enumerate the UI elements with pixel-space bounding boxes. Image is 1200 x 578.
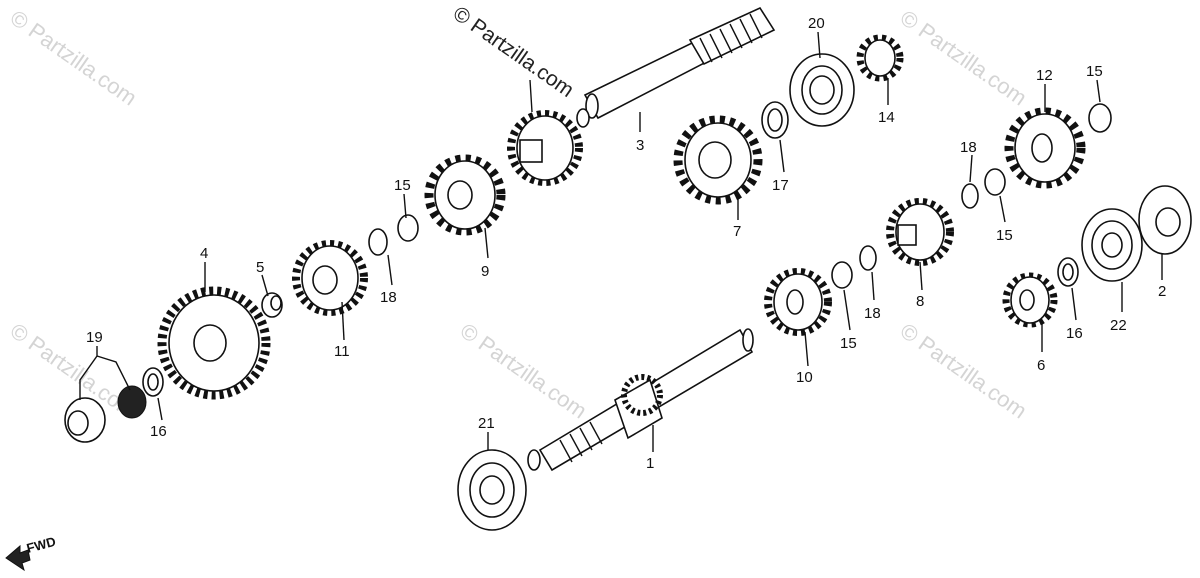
gear-11[interactable]	[292, 240, 368, 316]
bushing-5[interactable]	[261, 292, 283, 318]
callout-18: 18	[864, 305, 881, 322]
callout-17: 17	[772, 177, 789, 194]
callout-3: 3	[636, 137, 644, 154]
callout-5: 5	[256, 259, 264, 276]
callout-20: 20	[808, 15, 825, 32]
callout-10: 10	[796, 369, 813, 386]
callout-18: 18	[960, 139, 977, 156]
callout-15: 15	[840, 335, 857, 352]
washer-16b[interactable]	[1057, 257, 1079, 287]
gear-9[interactable]	[424, 154, 506, 236]
callout-19: 19	[86, 329, 103, 346]
callout-18: 18	[380, 289, 397, 306]
fwd-label: FWD	[25, 534, 57, 556]
leader-lines	[79, 31, 1163, 452]
clip-18a[interactable]	[368, 228, 388, 256]
gear-4[interactable]	[157, 286, 271, 400]
washer-16[interactable]	[142, 367, 164, 397]
oil-seal-2[interactable]	[1138, 185, 1192, 255]
callout-15: 15	[996, 227, 1013, 244]
callout-6: 6	[1037, 357, 1045, 374]
clip-15d[interactable]	[1088, 103, 1112, 133]
callout-8: 8	[916, 293, 924, 310]
clip-15c[interactable]	[984, 168, 1006, 196]
callout-22: 22	[1110, 317, 1127, 334]
callout-15: 15	[394, 177, 411, 194]
gear-mainshaft[interactable]	[621, 374, 663, 416]
callout-11: 11	[334, 343, 350, 360]
callout-16: 16	[1066, 325, 1083, 342]
gear-14[interactable]	[856, 34, 904, 82]
clip-18c[interactable]	[961, 183, 979, 209]
bearing-22[interactable]	[1081, 208, 1143, 282]
gear-10[interactable]	[764, 268, 832, 336]
fwd-arrow-icon	[5, 544, 31, 572]
callout-14: 14	[878, 109, 895, 126]
callout-4: 4	[200, 245, 208, 262]
countershaft[interactable]	[576, 6, 776, 128]
fwd-indicator: FWD	[5, 534, 57, 572]
gear-7[interactable]	[673, 115, 763, 205]
bearing-21[interactable]	[457, 449, 527, 531]
gear-8[interactable]	[886, 198, 954, 266]
bearing-19[interactable]	[64, 385, 147, 443]
bearing-20[interactable]	[789, 53, 855, 127]
callout-1: 1	[646, 455, 654, 472]
callout-12: 12	[1036, 67, 1053, 84]
callout-9: 9	[481, 263, 489, 280]
callout-16: 16	[150, 423, 167, 440]
gear-countershaft[interactable]	[507, 110, 583, 186]
washer-17[interactable]	[761, 101, 789, 139]
gear-12[interactable]	[1004, 107, 1086, 189]
callout-7: 7	[733, 223, 741, 240]
callout-15: 15	[1086, 63, 1103, 80]
clip-15b[interactable]	[831, 261, 853, 289]
clip-18b[interactable]	[859, 245, 877, 271]
clip-15a[interactable]	[397, 214, 419, 242]
callout-21: 21	[478, 415, 495, 432]
mainshaft[interactable]	[527, 328, 754, 472]
callout-2: 2	[1158, 283, 1166, 300]
gear-6[interactable]	[1002, 272, 1058, 328]
